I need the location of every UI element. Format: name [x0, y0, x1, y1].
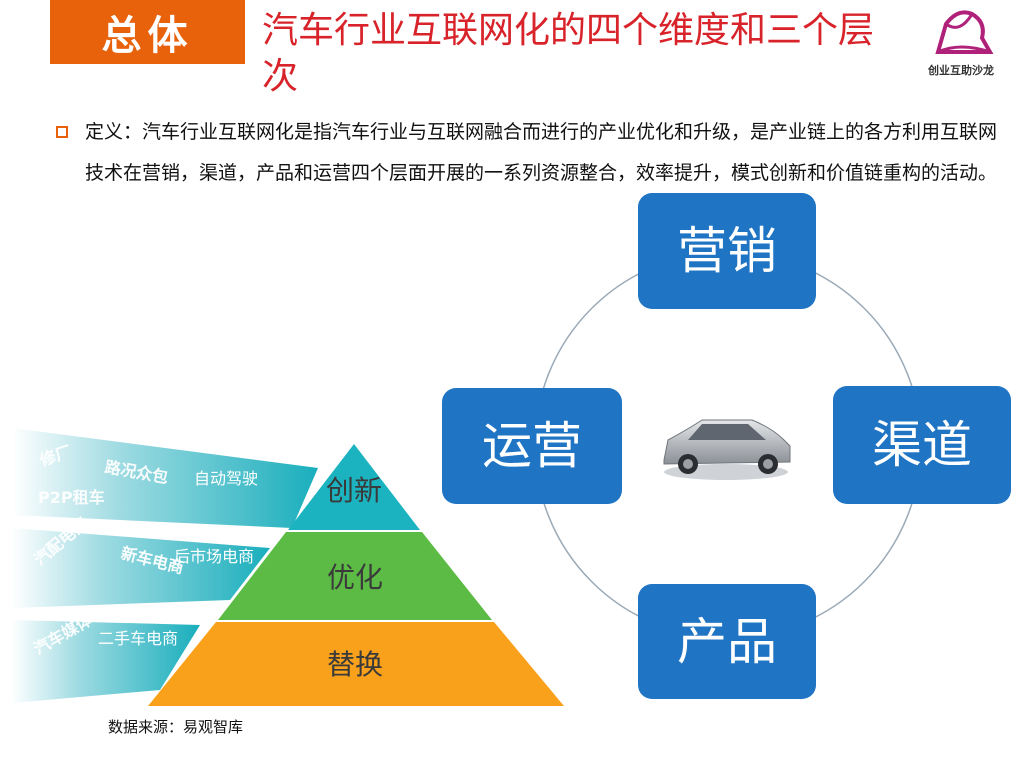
pyramid-label: 创新: [326, 474, 382, 507]
beam-replacement: [12, 620, 200, 703]
node-label: 运营: [482, 417, 582, 475]
node-marketing: 营销: [638, 193, 816, 309]
example-label: 后市场电商: [174, 547, 254, 566]
pyramid-level-optimization: [218, 532, 492, 620]
pyramid-label: 优化: [327, 561, 383, 594]
pyramid-label: 替换: [327, 648, 383, 681]
bullet-icon: [56, 126, 68, 138]
node-label: 渠道: [872, 416, 972, 474]
car-icon: [663, 419, 791, 480]
logo: 创业互助沙龙: [916, 4, 1006, 84]
pyramid-level-innovation: [288, 444, 420, 530]
node-label: 产品: [677, 613, 777, 671]
node-operation: 运营: [442, 388, 622, 504]
node-channel: 渠道: [833, 386, 1011, 504]
section-badge: 总体: [50, 0, 245, 64]
beam-innovation: [12, 428, 318, 528]
data-source: 数据来源：易观智库: [108, 718, 244, 736]
logo-icon: [935, 10, 994, 54]
example-label: 二手车电商: [98, 629, 178, 648]
pyramid-level-replacement: [148, 622, 564, 706]
example-label: 自动驾驶: [194, 469, 258, 488]
node-product: 产品: [638, 584, 816, 699]
logo-text: 创业互助沙龙: [928, 64, 994, 77]
example-label: P2P租车: [38, 488, 105, 507]
page-title: 汽车行业互联网化的四个维度和三个层次: [262, 10, 875, 97]
definition-text: 定义：汽车行业互联网化是指汽车行业与互联网融合而进行的产业优化和升级，是产业链上…: [85, 121, 998, 184]
node-label: 营销: [677, 222, 777, 280]
beam-optimization: [12, 528, 270, 608]
